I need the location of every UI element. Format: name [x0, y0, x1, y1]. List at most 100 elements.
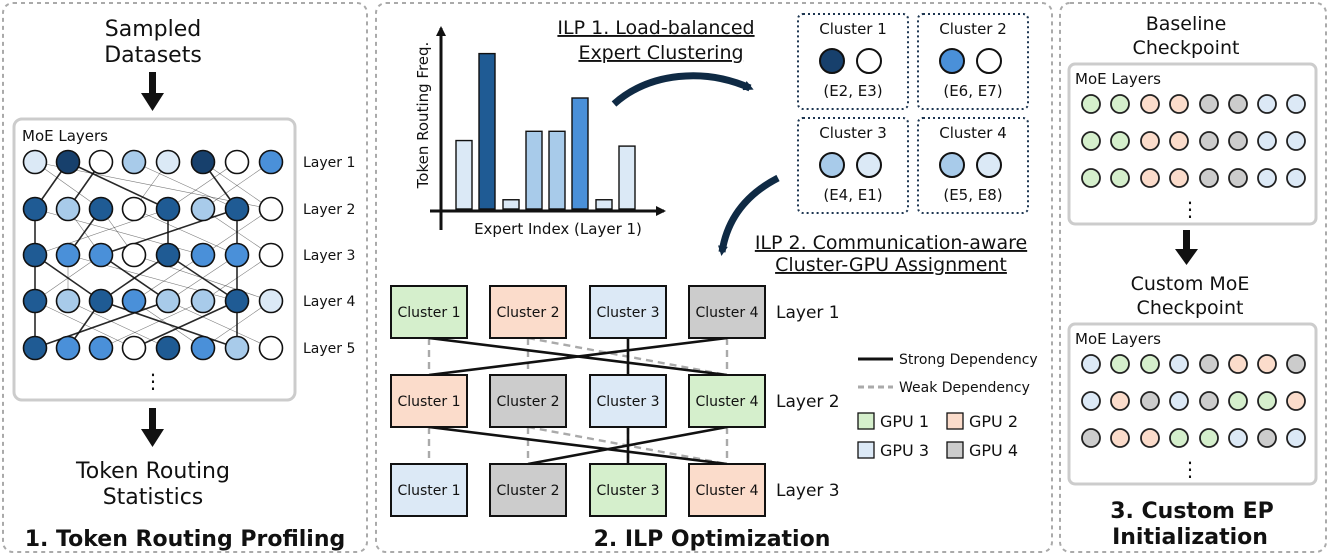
- expert-node: [1169, 131, 1189, 151]
- network-edge: [67, 161, 169, 210]
- expert-node: [55, 242, 81, 268]
- network-edge: [133, 208, 238, 256]
- expert-node: [1199, 168, 1219, 188]
- network-edge: [100, 208, 238, 256]
- cluster-box: Cluster 2(E6, E7): [917, 13, 1029, 110]
- expert-node: [1199, 391, 1219, 411]
- expert-node: [1081, 354, 1101, 374]
- expert-node: [224, 149, 250, 175]
- expert-node: [155, 149, 181, 175]
- gpu-legend-label: GPU 1: [880, 412, 929, 431]
- cluster-box-frame: [917, 117, 1029, 214]
- panel-1-frame: [2, 2, 368, 553]
- expert-node: [1286, 131, 1306, 151]
- custom-checkpoint-label: Custom MoE: [1131, 273, 1250, 295]
- curved-arrow-icon: [717, 174, 780, 256]
- cluster-boxes: Cluster 1(E2, E3)Cluster 2(E6, E7)Cluste…: [797, 13, 1029, 214]
- expert-node: [1286, 94, 1306, 114]
- gpu-legend-swatch: [946, 412, 964, 430]
- expert-node: [976, 152, 1002, 178]
- gpu-legend-swatch: [857, 441, 875, 459]
- custom-moe-box: [1067, 322, 1318, 486]
- down-arrow-icon: [1175, 230, 1198, 265]
- panel-2-caption: 2. ILP Optimization: [594, 527, 831, 552]
- expert-node: [55, 196, 81, 222]
- network-edge: [167, 254, 238, 302]
- expert-node: [88, 335, 114, 361]
- panel-3-caption-2: Initialization: [1112, 525, 1268, 550]
- expert-node: [155, 288, 181, 314]
- expert-node: [1228, 94, 1248, 114]
- expert-node: [258, 149, 284, 175]
- strong-dependency-edge: [428, 425, 728, 466]
- expert-node: [939, 152, 965, 178]
- chart-bar: [525, 130, 543, 210]
- chart-bar: [502, 199, 520, 210]
- expert-node: [1257, 428, 1277, 448]
- gpu-legend-swatch: [857, 412, 875, 430]
- cluster-gpu-cell-label: Cluster 2: [496, 394, 559, 410]
- expert-node: [1257, 131, 1277, 151]
- expert-node: [1110, 94, 1130, 114]
- expert-node: [1228, 168, 1248, 188]
- expert-node: [1228, 354, 1248, 374]
- baseline-checkpoint-label-2: Checkpoint: [1133, 37, 1240, 59]
- cluster-gpu-cell-label: Cluster 2: [496, 483, 559, 499]
- expert-node: [1228, 391, 1248, 411]
- network-edge: [34, 300, 169, 349]
- expert-node: [190, 242, 216, 268]
- custom-moe-label: MoE Layers: [1075, 330, 1161, 348]
- expert-node: [819, 48, 845, 74]
- expert-node: [1140, 428, 1160, 448]
- cluster-gpu-cell-label: Cluster 4: [695, 394, 758, 410]
- cluster-box-frame: [797, 13, 909, 110]
- network-edge: [133, 161, 238, 210]
- expert-node: [224, 335, 250, 361]
- expert-node: [1081, 131, 1101, 151]
- cluster-box: Cluster 4(E5, E8): [917, 117, 1029, 214]
- expert-node: [121, 196, 147, 222]
- expert-node: [1286, 168, 1306, 188]
- network-edge: [100, 300, 204, 349]
- expert-node: [190, 196, 216, 222]
- gpu-legend-label: GPU 2: [969, 412, 1018, 431]
- expert-node: [258, 242, 284, 268]
- baseline-moe-label: MoE Layers: [1075, 70, 1161, 88]
- cluster-gpu-cell-label: Cluster 1: [397, 483, 460, 499]
- expert-node: [224, 288, 250, 314]
- gpu-legend-label: GPU 4: [969, 441, 1018, 460]
- panel-3-caption: 3. Custom EP: [1110, 499, 1274, 524]
- expert-node: [121, 288, 147, 314]
- expert-node: [1257, 94, 1277, 114]
- cluster-box: Cluster 3(E4, E1): [797, 117, 909, 214]
- grid-layer-label: Layer 1: [776, 303, 840, 323]
- expert-node: [22, 335, 48, 361]
- chart-bar: [455, 139, 473, 210]
- network-edge: [133, 254, 204, 302]
- network-ellipsis: ⋮: [143, 369, 163, 393]
- ilp2-title: ILP 2. Communication-aware: [755, 232, 1027, 254]
- cluster-gpu-cell-label: Cluster 4: [695, 305, 758, 321]
- expert-node: [88, 242, 114, 268]
- expert-node: [1257, 168, 1277, 188]
- expert-node: [1110, 391, 1130, 411]
- expert-node: [121, 242, 147, 268]
- cluster-gpu-cell-label: Cluster 2: [496, 305, 559, 321]
- chart-y-label: Token Routing Freq.: [414, 42, 432, 190]
- token-routing-stats-label: Token Routing: [75, 459, 230, 484]
- ilp2-title-2: Cluster-GPU Assignment: [775, 254, 1007, 276]
- curved-arrow-icon: [611, 72, 754, 107]
- down-arrow-icon: [141, 72, 164, 111]
- expert-node: [1199, 131, 1219, 151]
- ilp1-title-2: Expert Clustering: [578, 42, 743, 64]
- expert-node: [55, 335, 81, 361]
- strong-dependency-edge: [428, 336, 728, 377]
- cluster-gpu-cell: [688, 463, 766, 517]
- expert-node: [121, 149, 147, 175]
- cluster-gpu-cell: [390, 374, 468, 428]
- grid-layer-label: Layer 3: [776, 481, 840, 501]
- expert-node: [121, 335, 147, 361]
- network-edge: [202, 254, 272, 302]
- expert-node: [22, 242, 48, 268]
